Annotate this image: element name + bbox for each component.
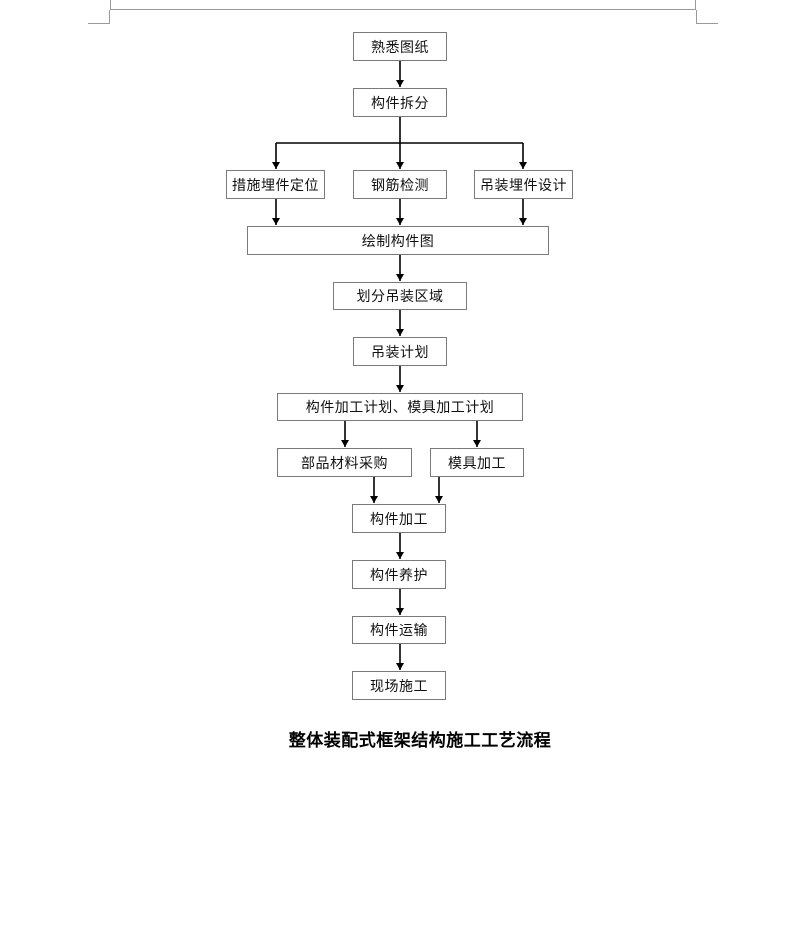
- step-divide-lifting-zones: 划分吊装区域: [333, 282, 467, 310]
- step-component-split: 构件拆分: [353, 88, 447, 117]
- corner-mark-right-h: [696, 23, 718, 24]
- step-mold-processing: 模具加工: [430, 448, 524, 477]
- step-draw-component-drawings: 绘制构件图: [247, 226, 549, 255]
- step-component-transport: 构件运输: [352, 616, 446, 644]
- step-rebar-inspection: 钢筋检测: [353, 170, 447, 199]
- step-component-curing: 构件养护: [352, 560, 446, 589]
- corner-mark-right-v: [696, 10, 697, 24]
- figure-caption: 整体装配式框架结构施工工艺流程: [288, 731, 552, 751]
- header-rule: [110, 9, 696, 10]
- step-lifting-parts-design: 吊装埋件设计: [474, 170, 573, 199]
- step-familiarize-drawings: 熟悉图纸: [353, 32, 447, 61]
- header-left-tick: [110, 0, 111, 10]
- step-material-procurement: 部品材料采购: [277, 448, 412, 477]
- step-lifting-plan: 吊装计划: [353, 337, 447, 366]
- step-processing-plans: 构件加工计划、模具加工计划: [277, 393, 523, 421]
- corner-mark-left-v: [109, 10, 110, 24]
- corner-mark-left-h: [88, 23, 110, 24]
- step-site-construction: 现场施工: [352, 671, 446, 700]
- step-embedded-parts-positioning: 措施埋件定位: [226, 170, 325, 199]
- step-component-processing: 构件加工: [352, 504, 446, 533]
- header-right-tick: [695, 0, 696, 10]
